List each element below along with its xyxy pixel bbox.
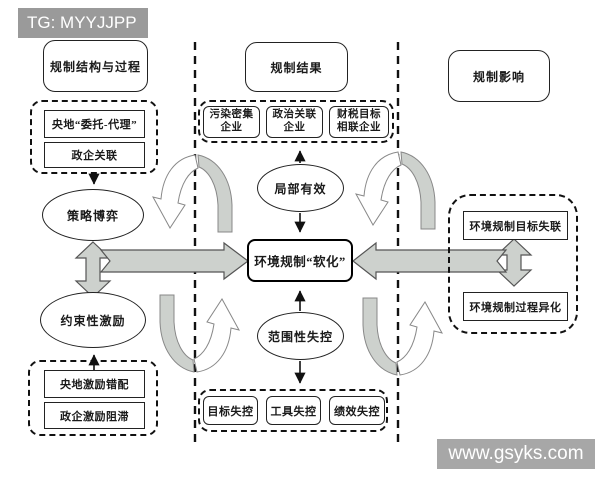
- ribbon-bottom-left: [159, 294, 240, 373]
- node-politically-connected-enterprise: 政治关联 企业: [266, 106, 323, 138]
- ellipse-binding-incentive: 约束性激励: [40, 292, 146, 348]
- center-bottom-dashed-group: [198, 389, 388, 432]
- node-line: 企业: [220, 122, 243, 133]
- ellipse-strategic-game: 策略博弈: [42, 189, 144, 241]
- telegram-badge: TG: MYYJJPP: [18, 8, 148, 38]
- node-tool-out-of-control: 工具失控: [266, 396, 321, 425]
- ribbon-bottom-right: [362, 297, 443, 376]
- ellipse-partially-effective: 局部有效: [257, 164, 344, 212]
- node-gov-enterprise-ties: 政企关联: [44, 142, 145, 168]
- header-regulation-impact: 规制影响: [448, 50, 550, 102]
- node-line: 政治关联: [272, 109, 317, 121]
- center-top-dashed-group: [198, 100, 394, 143]
- node-performance-out-of-control: 绩效失控: [329, 396, 385, 425]
- node-fiscal-tax-linked-enterprise: 财税目标 相联企业: [329, 106, 389, 138]
- ribbon-top-left: [152, 154, 233, 233]
- right-dashed-group: [448, 194, 578, 334]
- header-structure-process: 规制结构与过程: [43, 40, 148, 92]
- node-env-regulation-process-alienation: 环境规制过程异化: [463, 292, 568, 321]
- block-arrow-right-to-core: [352, 241, 508, 281]
- node-line: 相联企业: [337, 122, 381, 133]
- node-pollution-intensive-enterprise: 污染密集 企业: [203, 106, 260, 138]
- node-line: 财税目标: [337, 109, 381, 121]
- watermark-text: www.gsyks.com: [448, 443, 584, 464]
- node-line: 企业: [283, 122, 306, 133]
- telegram-badge-text: TG: MYYJJPP: [27, 13, 137, 32]
- left-top-dashed-group: [30, 100, 158, 174]
- ellipse-scope-out-of-control: 范围性失控: [257, 312, 344, 360]
- node-incentive-mismatch: 央地激励错配: [44, 370, 145, 398]
- node-env-regulation-goal-disconnect: 环境规制目标失联: [463, 211, 568, 240]
- node-incentive-blockage: 政企激励阻滞: [44, 402, 145, 429]
- node-goal-out-of-control: 目标失控: [203, 396, 258, 425]
- ribbon-top-right: [355, 151, 436, 230]
- watermark: www.gsyks.com: [437, 439, 595, 469]
- node-central-local-agency: 央地“委托-代理”: [44, 110, 145, 138]
- core-env-regulation-softening: 环境规制“软化”: [247, 239, 353, 282]
- block-arrow-left-to-core: [99, 241, 249, 281]
- node-line: 污染密集: [209, 109, 254, 121]
- header-regulation-result: 规制结果: [245, 42, 348, 92]
